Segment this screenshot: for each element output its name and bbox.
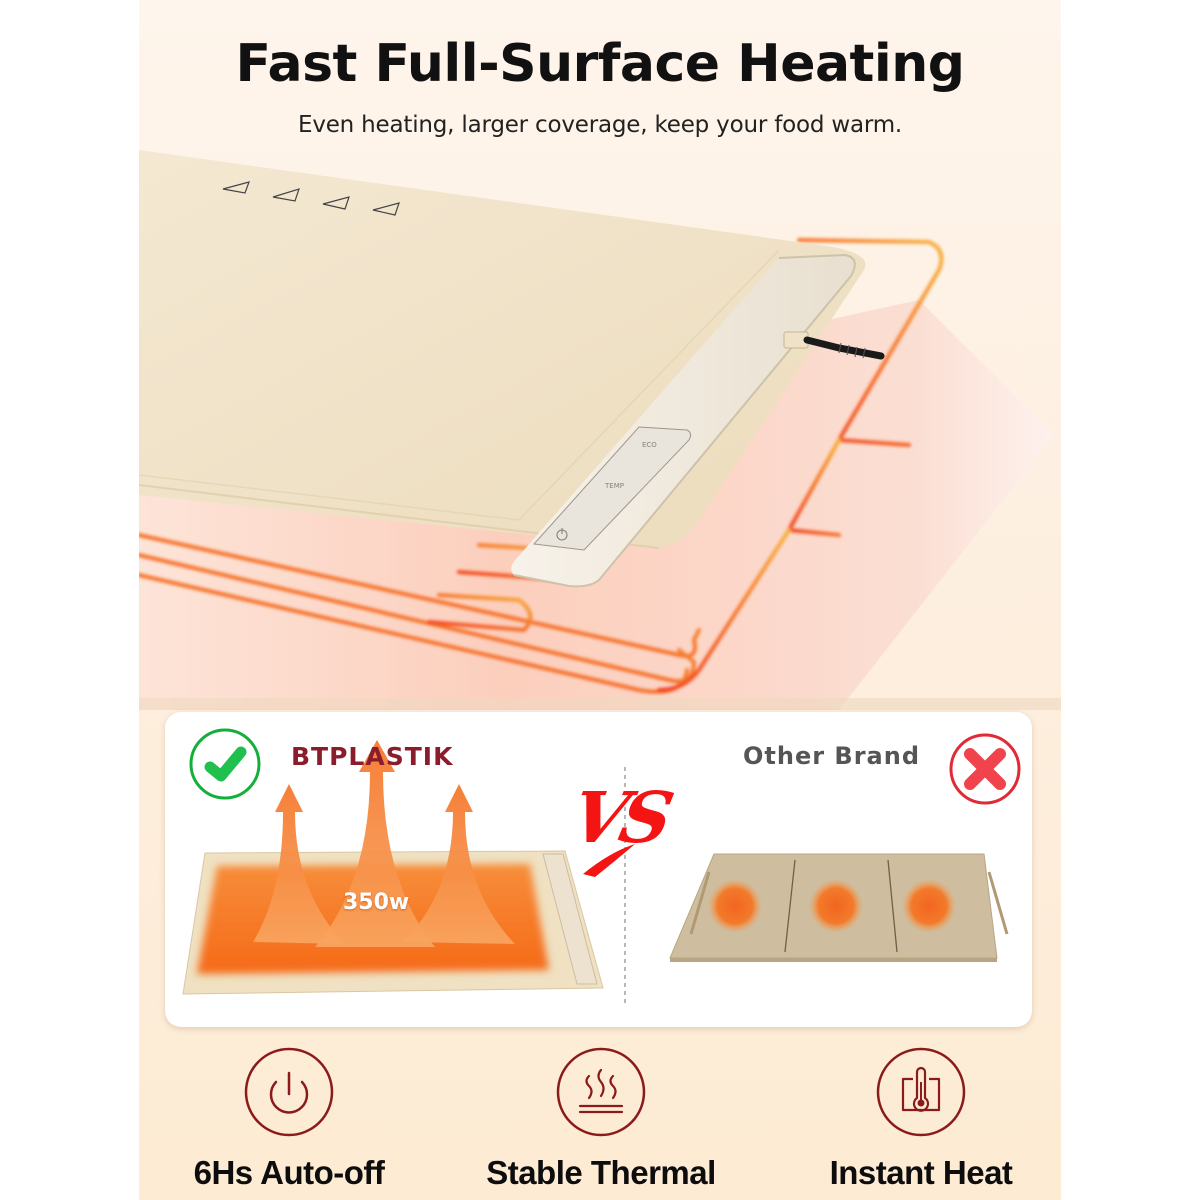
feature-label: Instant Heat bbox=[829, 1154, 1013, 1191]
power-icon bbox=[244, 1047, 334, 1137]
versus-label: VS bbox=[564, 776, 675, 859]
feature-label: Stable Thermal bbox=[486, 1154, 716, 1191]
feature-label: 6Hs Auto-off bbox=[193, 1154, 385, 1191]
feature-auto-off: 6Hs Auto-off bbox=[139, 1040, 439, 1192]
feature-stable-thermal: Stable Thermal bbox=[451, 1040, 751, 1192]
comparison-card: BTPLASTIK 350w VS Other Brand bbox=[165, 712, 1032, 1027]
brand-other-label: Other Brand bbox=[743, 742, 921, 770]
page-title: Fast Full-Surface Heating bbox=[235, 34, 965, 94]
x-circle-icon bbox=[949, 733, 1021, 805]
product-hero-image: TEMP ECO bbox=[139, 150, 1061, 710]
page-subtitle: Even heating, larger coverage, keep your… bbox=[297, 112, 903, 138]
svg-text:ECO: ECO bbox=[642, 441, 657, 449]
thermometer-icon bbox=[876, 1047, 966, 1137]
product-banner: Fast Full-Surface Heating Even heating, … bbox=[139, 0, 1061, 1200]
brand-btplastik-label: BTPLASTIK bbox=[291, 742, 454, 771]
heat-waves-icon bbox=[556, 1047, 646, 1137]
feature-list: 6Hs Auto-off Stable Thermal bbox=[139, 1040, 1061, 1200]
power-rating-label: 350w bbox=[343, 890, 410, 915]
check-circle-icon bbox=[189, 728, 261, 800]
feature-instant-heat: Instant Heat bbox=[771, 1040, 1061, 1192]
svg-text:TEMP: TEMP bbox=[604, 482, 624, 490]
